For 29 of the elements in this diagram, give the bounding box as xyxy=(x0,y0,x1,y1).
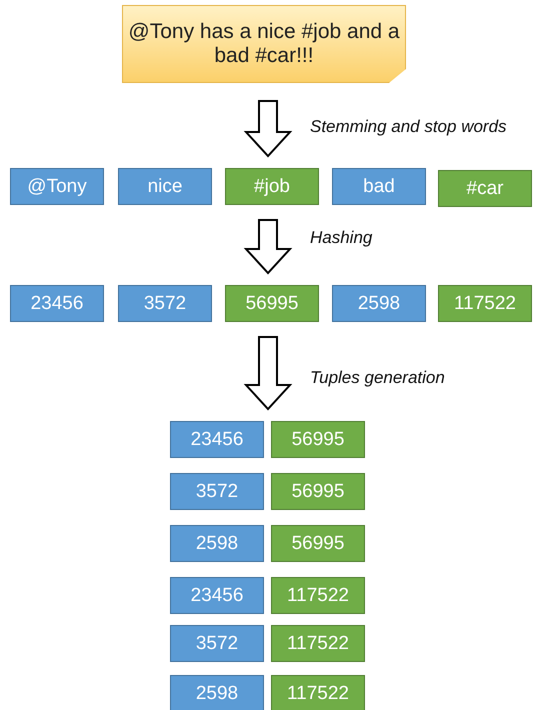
arrow xyxy=(244,336,292,410)
token-box: 3572 xyxy=(170,473,264,510)
token-box: 117522 xyxy=(271,577,365,614)
token-box: 56995 xyxy=(271,473,365,510)
edge-label: Tuples generation xyxy=(310,368,445,388)
token-box: bad xyxy=(332,168,426,205)
token-box: #job xyxy=(225,168,319,205)
token-box: 23456 xyxy=(170,421,264,458)
token-box: 3572 xyxy=(170,625,264,662)
note-card: @Tony has a nice #job and a bad #car!!! xyxy=(122,5,406,83)
token-box: 2598 xyxy=(170,525,264,562)
token-box: 117522 xyxy=(271,675,365,710)
arrow xyxy=(244,100,292,158)
token-box: 56995 xyxy=(271,421,365,458)
edge-label: Stemming and stop words xyxy=(310,117,507,137)
token-box: 56995 xyxy=(225,285,319,322)
token-box: 23456 xyxy=(10,285,104,322)
arrow xyxy=(244,219,292,274)
edge-label: Hashing xyxy=(310,228,372,248)
token-box: 117522 xyxy=(271,625,365,662)
token-box: @Tony xyxy=(10,168,104,205)
token-box: 117522 xyxy=(438,285,532,322)
token-box: nice xyxy=(118,168,212,205)
token-box: 3572 xyxy=(118,285,212,322)
token-box: #car xyxy=(438,170,532,207)
token-box: 2598 xyxy=(170,675,264,710)
token-box: 56995 xyxy=(271,525,365,562)
token-box: 23456 xyxy=(170,577,264,614)
token-box: 2598 xyxy=(332,285,426,322)
